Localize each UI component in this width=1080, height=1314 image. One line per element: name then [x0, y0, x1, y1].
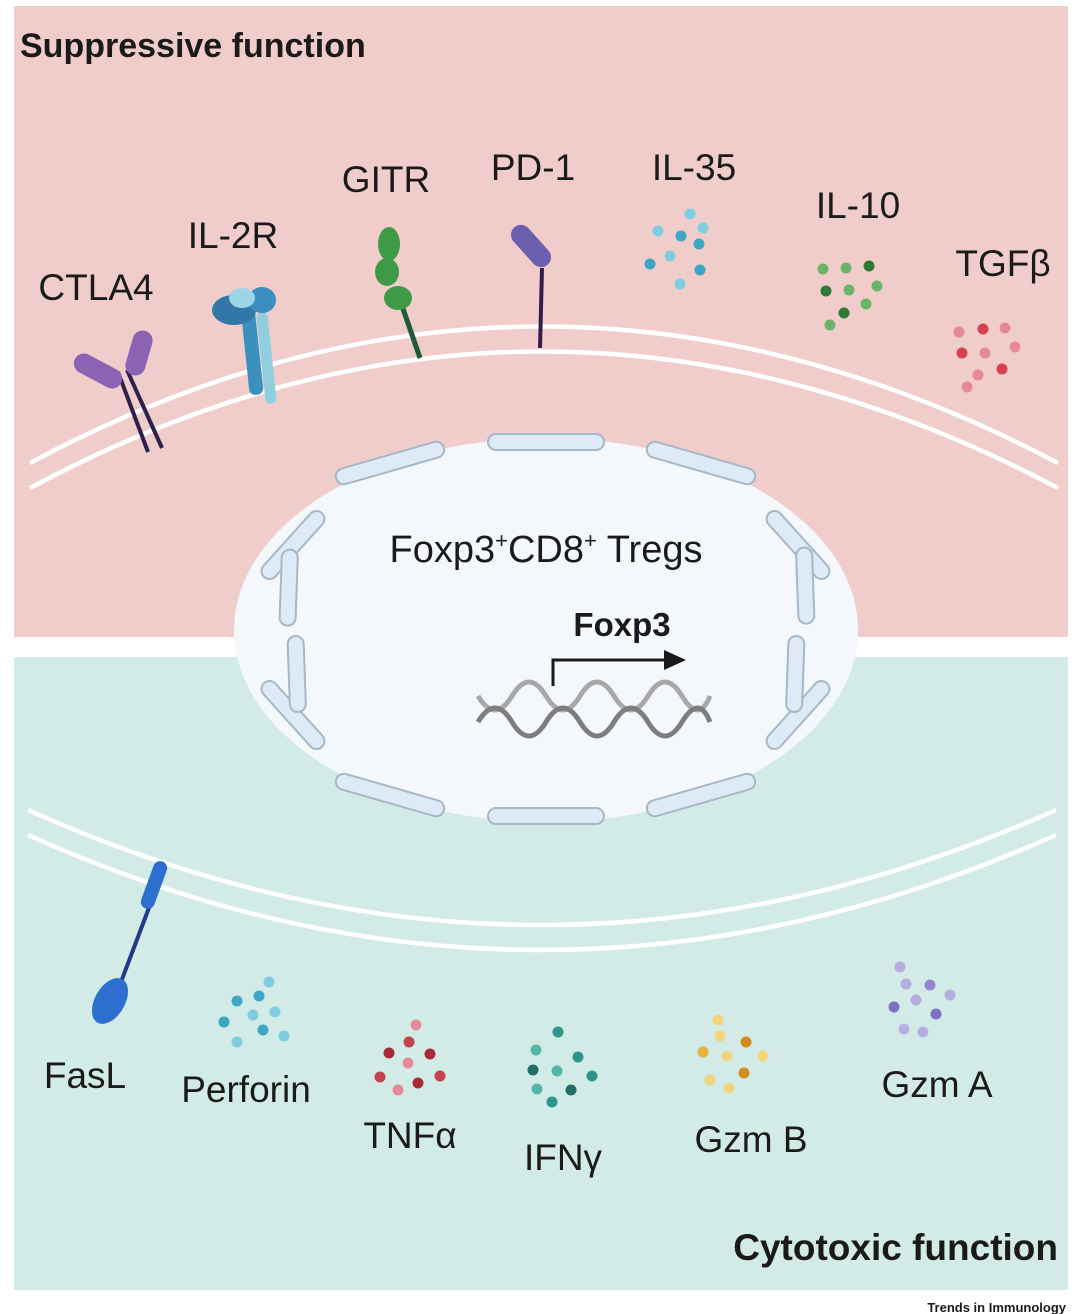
- suppressive-title: Suppressive function: [20, 27, 366, 65]
- gzmb-dots: [697, 1014, 769, 1094]
- il35-label: IL-35: [652, 147, 736, 188]
- pd1-label: PD-1: [491, 147, 575, 188]
- cytotoxic-title: Cytotoxic function: [733, 1227, 1058, 1268]
- gitr-receptor-icon: [375, 227, 423, 359]
- tgfb-dots: [953, 322, 1021, 393]
- nuclear-envelope: [260, 433, 831, 825]
- tgfb-label: TGFβ: [955, 243, 1050, 284]
- journal-credit: Trends in Immunology: [927, 1300, 1066, 1314]
- fasl-ligand-icon: [91, 861, 168, 1024]
- perforin-dots: [218, 976, 290, 1048]
- tnfa-dots: [374, 1019, 446, 1096]
- gitr-label: GITR: [342, 159, 430, 200]
- tnfa-label: TNFα: [363, 1115, 456, 1156]
- perforin-label: Perforin: [181, 1069, 311, 1110]
- il35-dots: [644, 208, 709, 290]
- fasl-label: FasL: [44, 1055, 126, 1096]
- ctla4-receptor-icon: [73, 330, 164, 453]
- ctla4-label: CTLA4: [38, 267, 153, 308]
- il2r-receptor-icon: [212, 287, 277, 404]
- pd1-receptor-icon: [510, 224, 552, 349]
- il2r-label: IL-2R: [188, 215, 278, 256]
- ifng-dots: [527, 1026, 598, 1108]
- il10-label: IL-10: [816, 185, 900, 226]
- promoter-arrow: [551, 650, 686, 686]
- gene-label: Foxp3: [573, 606, 670, 643]
- il10-dots: [817, 260, 883, 331]
- ifng-label: IFNγ: [524, 1137, 603, 1178]
- gzma-label: Gzm A: [881, 1064, 992, 1105]
- cell-label: Foxp3+CD8+ Tregs: [390, 528, 703, 571]
- nucleus: [234, 438, 858, 822]
- gzmb-label: Gzm B: [694, 1119, 807, 1160]
- membrane-bottom: [27, 807, 1057, 953]
- gzma-dots: [888, 961, 956, 1038]
- dna-helix-icon: [475, 679, 713, 739]
